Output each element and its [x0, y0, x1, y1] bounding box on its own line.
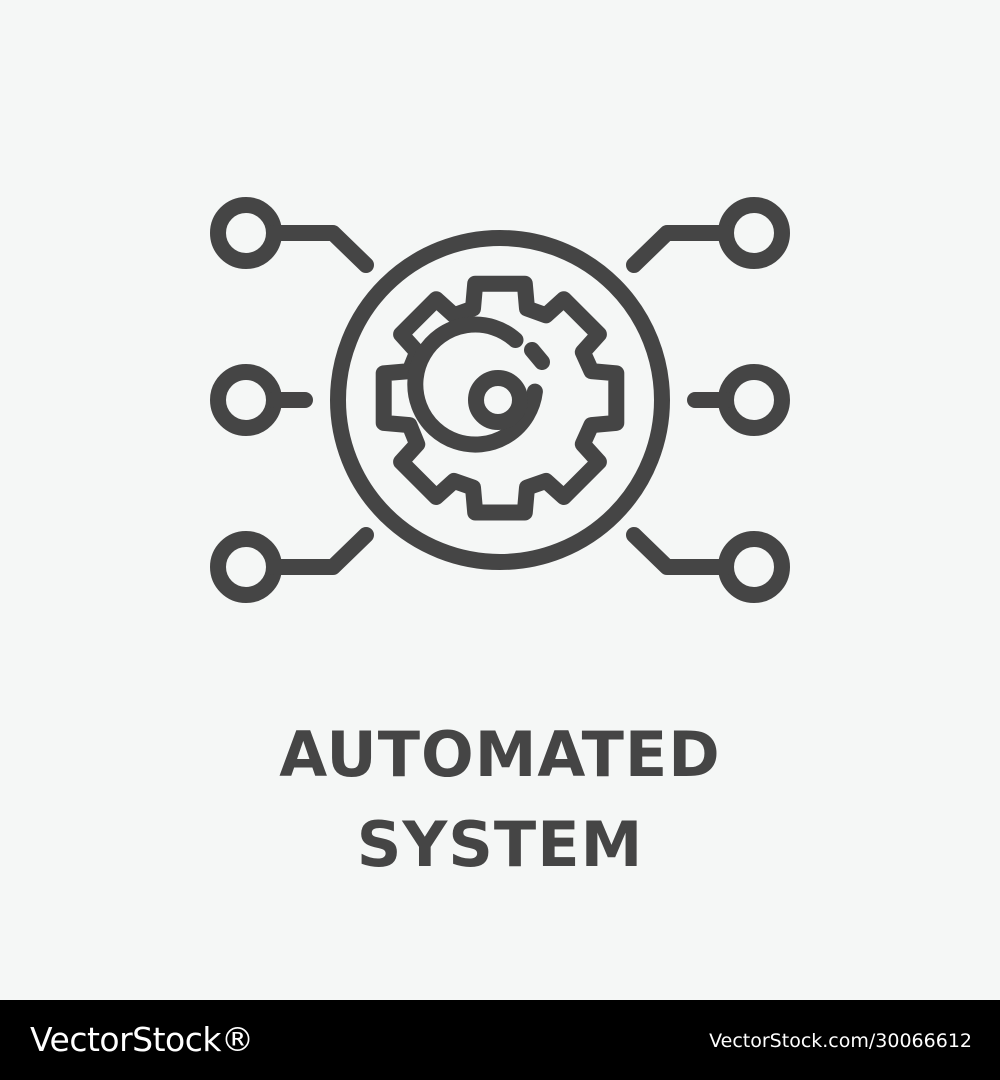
watermark-footer: VectorStock® VectorStock.com/30066612: [0, 1000, 1000, 1080]
artwork-canvas: AUTOMATED SYSTEM: [0, 197, 1000, 890]
circuit-node-top-left: [210, 197, 282, 269]
circuit-trace-top-right: [626, 225, 734, 273]
circuit-node-middle-right: [718, 364, 790, 436]
icon-caption: AUTOMATED SYSTEM: [0, 710, 1000, 890]
outer-ring: [330, 230, 670, 570]
circuit-trace-bottom-right: [626, 527, 734, 575]
circuit-node-bottom-left: [210, 531, 282, 603]
circuit-node-middle-left: [210, 364, 282, 436]
caption-line-1: AUTOMATED: [279, 718, 721, 791]
inner-arc: [407, 316, 543, 453]
stock-image-id[interactable]: VectorStock.com/30066612: [709, 1030, 972, 1052]
caption-line-2: SYSTEM: [356, 808, 644, 881]
arc-dash: [524, 342, 550, 370]
circuit-node-bottom-right: [718, 531, 790, 603]
automation-gear-circuit-icon: [210, 197, 790, 603]
circuit-trace-top-left: [266, 225, 374, 273]
circuit-trace-bottom-left: [266, 527, 374, 575]
gear-hub: [468, 370, 528, 430]
vectorstock-logo[interactable]: VectorStock®: [30, 1020, 254, 1059]
circuit-node-top-right: [718, 197, 790, 269]
